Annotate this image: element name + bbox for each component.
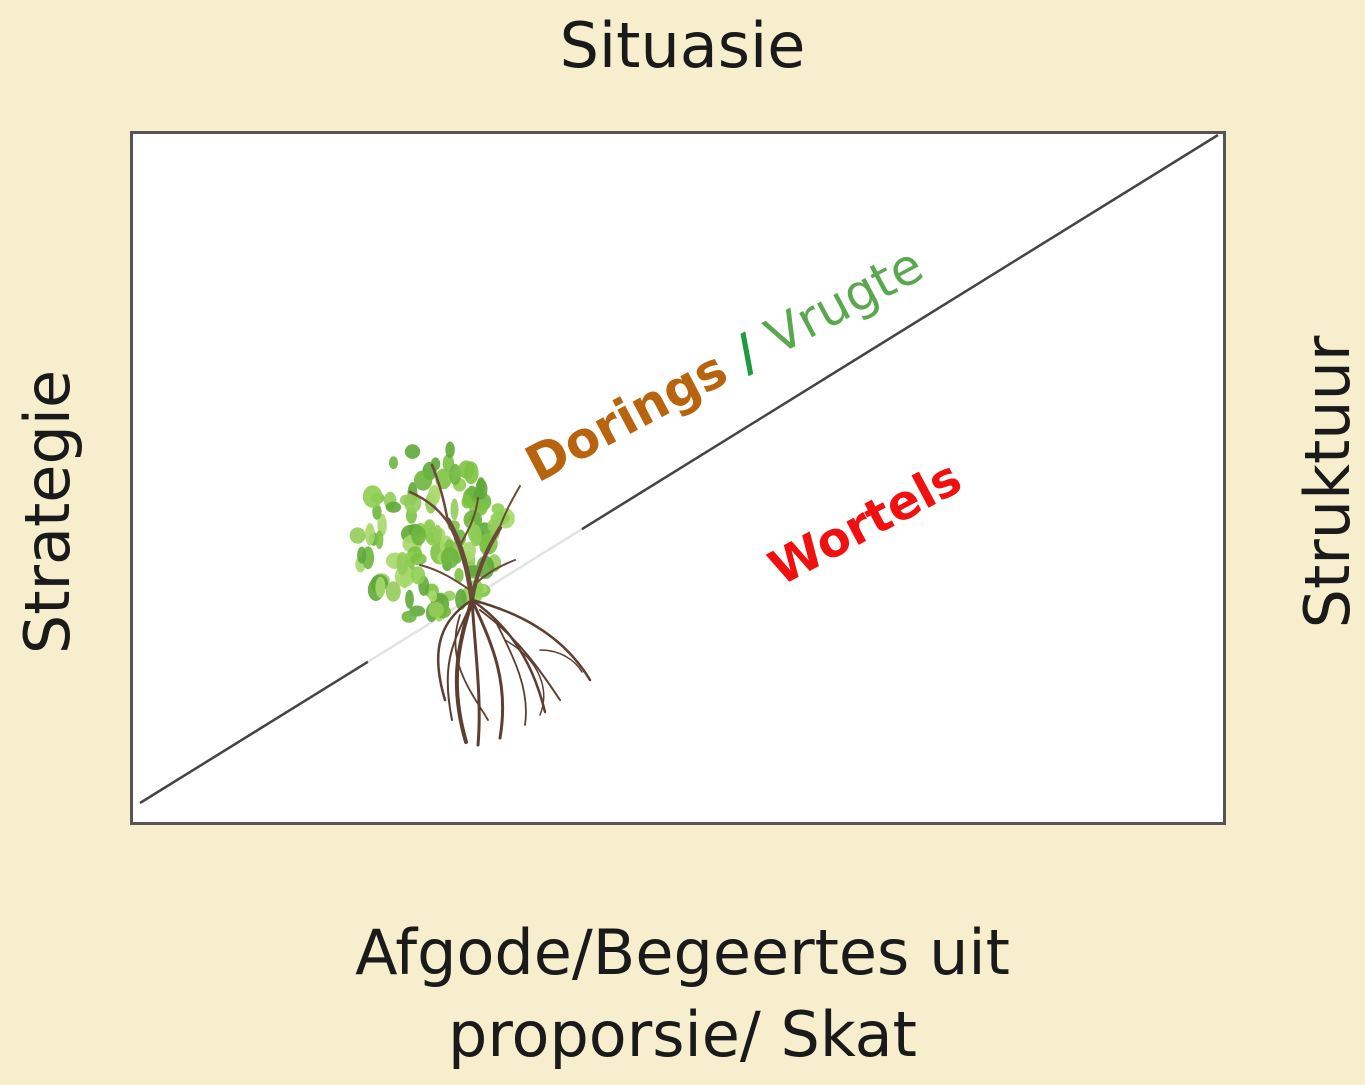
leaf (432, 524, 443, 544)
leaf (458, 460, 475, 479)
leaf (424, 522, 433, 535)
leaf (428, 590, 438, 602)
bottom-label-line-1: Afgode/Begeertes uit (355, 916, 1010, 989)
leaf (365, 523, 375, 546)
leaf (375, 530, 384, 550)
leaf (454, 568, 464, 583)
diagonal-divider (139, 133, 1219, 805)
leaf (450, 498, 459, 521)
tree-roots (436, 598, 592, 747)
leaf (428, 485, 441, 505)
leaf (404, 492, 422, 513)
leaf (388, 456, 399, 470)
tree-with-roots-icon (297, 405, 647, 774)
tree-canopy (349, 441, 515, 623)
leaf (404, 444, 421, 459)
leaf (428, 601, 445, 618)
leaf (449, 463, 462, 486)
leaf (405, 589, 414, 609)
top-label: Situasie (559, 9, 806, 82)
leaf (375, 576, 386, 598)
tree-trunk (408, 463, 521, 603)
leaf (487, 518, 499, 533)
leaf (413, 470, 433, 491)
leaf (401, 610, 417, 623)
leaf (410, 552, 427, 566)
leaf (445, 441, 455, 459)
leaf (349, 527, 366, 544)
diagram-frame (130, 131, 1226, 825)
leaf (475, 479, 488, 500)
bottom-label: Afgode/Begeertes uit proporsie/ Skat (0, 912, 1365, 1076)
leaf (385, 501, 402, 513)
leaf (411, 525, 426, 546)
leaf (440, 547, 459, 569)
leaf (462, 541, 476, 560)
leaf (461, 495, 473, 509)
leaf (385, 581, 401, 602)
leaf (411, 566, 426, 585)
leaf (357, 546, 367, 564)
leaf (372, 504, 382, 520)
leaf (362, 485, 383, 508)
leaf (491, 503, 505, 515)
bottom-label-line-2: proporsie/ Skat (448, 998, 917, 1071)
